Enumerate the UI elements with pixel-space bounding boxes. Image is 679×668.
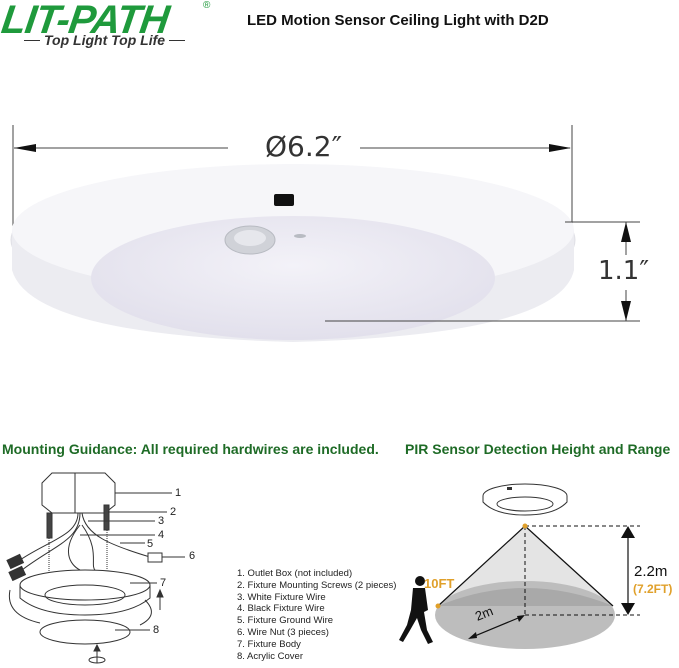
sensor-point-icon (522, 523, 528, 529)
mounting-diagram (6, 472, 185, 664)
walking-person-icon (399, 576, 433, 644)
range-ft-label: 10FT (424, 576, 455, 591)
legend-item: 8. Acrylic Cover (237, 650, 303, 662)
pir-heading: PIR Sensor Detection Height and Range (405, 441, 671, 457)
callout-5: 5 (147, 538, 154, 550)
tagline-text: Top Light Top Life (44, 32, 166, 48)
tagline-dash-right (169, 39, 186, 41)
arrow-up-icon (621, 222, 631, 242)
d2d-switch-icon (274, 194, 294, 206)
arrow-left-icon (14, 144, 36, 152)
diameter-label: Ø6.2″ (265, 130, 343, 163)
arrow-down-icon (621, 301, 631, 321)
callout-4: 4 (158, 529, 165, 541)
legend-item: 4. Black Fixture Wire (237, 603, 325, 615)
legend-item: 1. Outlet Box (not included) (237, 568, 353, 579)
brand-tagline: Top Light Top Life (24, 32, 186, 48)
outlet-box-icon (41, 472, 116, 514)
height-ft-label: (7.2FT) (633, 582, 673, 596)
wire-nut-icon (8, 565, 27, 582)
arrow-right-icon (549, 144, 571, 152)
callout-2: 2 (170, 506, 177, 518)
arrow-up-icon (621, 526, 635, 538)
mounting-heading: Mounting Guidance: All required hardwire… (2, 441, 379, 457)
arrow-down-icon (621, 603, 635, 615)
callout-1: 1 (175, 487, 182, 499)
screw-icon (103, 504, 110, 531)
callout-8: 8 (153, 624, 160, 636)
callout-7: 7 (160, 577, 167, 589)
legend-item: 5. Fixture Ground Wire (237, 615, 334, 627)
legend-item: 7. Fixture Body (237, 638, 301, 650)
page-title: LED Motion Sensor Ceiling Light with D2D (247, 12, 549, 29)
range-point-icon (435, 603, 441, 609)
legend-item: 6. Wire Nut (3 pieces) (237, 626, 329, 638)
tagline-dash-left (24, 39, 40, 41)
height-m-label: 2.2m (634, 563, 668, 580)
wire-nut-icon (6, 553, 25, 570)
product-illustration (10, 125, 640, 342)
callout-6: 6 (189, 550, 196, 562)
wire-nut-icon (147, 552, 163, 563)
registered-mark: ® (203, 0, 211, 11)
parts-legend: 1. Outlet Box (not included) 2. Fixture … (237, 568, 396, 662)
acrylic-cover-icon (39, 619, 131, 645)
legend-item: 3. White Fixture Wire (237, 591, 326, 603)
legend-item: 2. Fixture Mounting Screws (2 pieces) (237, 579, 397, 591)
height-label: 1.1″ (596, 256, 652, 286)
callout-3: 3 (158, 515, 165, 527)
screw-icon (46, 512, 53, 539)
pir-detection-diagram (399, 483, 640, 649)
